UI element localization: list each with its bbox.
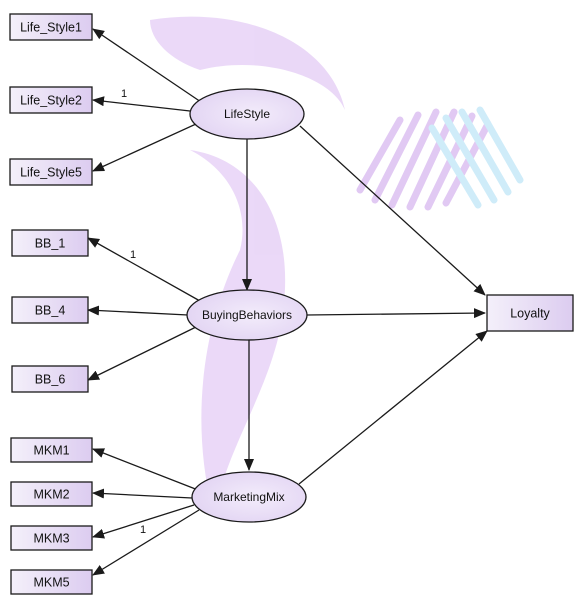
observed-bb-4[interactable]: BB_4	[11, 296, 89, 324]
observed-life-style5-label: Life_Style5	[20, 166, 82, 180]
observed-mkm2-label: MKM2	[33, 488, 69, 502]
observed-loyalty-label: Loyalty	[510, 307, 550, 321]
observed-loyalty[interactable]: Loyalty	[486, 294, 574, 332]
latent-lifestyle[interactable]: LifeStyle	[189, 88, 305, 140]
observed-life-style5[interactable]: Life_Style5	[9, 158, 93, 186]
arrow-lifestyle-ls5	[92, 123, 197, 172]
arrow-marketing-mkm5	[92, 509, 200, 576]
arrow-marketing-mkm3	[92, 504, 195, 539]
observed-bb-6-label: BB_6	[35, 373, 66, 387]
latent-marketing-mix-label: MarketingMix	[213, 490, 284, 504]
observed-bb-1[interactable]: BB_1	[11, 229, 89, 257]
latent-lifestyle-label: LifeStyle	[224, 107, 270, 121]
latent-buying-behaviors-label: BuyingBehaviors	[202, 308, 292, 322]
arrow-marketing-mkm2	[92, 488, 193, 499]
observed-bb-4-label: BB_4	[35, 304, 66, 318]
loading-label-ls2: 1	[121, 88, 127, 100]
arrow-lifestyle-loyalty	[299, 125, 486, 296]
arrow-buying-bb4	[87, 305, 189, 316]
observed-mkm1[interactable]: MKM1	[10, 437, 93, 463]
observed-mkm1-label: MKM1	[33, 444, 69, 458]
observed-life-style2-label: Life_Style2	[20, 94, 82, 108]
observed-bb-1-label: BB_1	[35, 237, 66, 251]
observed-life-style1-label: Life_Style1	[20, 21, 82, 35]
observed-mkm5-label: MKM5	[33, 576, 69, 590]
loading-label-mkm3: 1	[140, 524, 146, 536]
observed-mkm5[interactable]: MKM5	[10, 569, 93, 595]
watermark-logo	[150, 16, 524, 520]
arrow-buying-bb6	[87, 326, 197, 381]
arrow-lifestyle-ls1	[92, 28, 202, 103]
latent-buying-behaviors[interactable]: BuyingBehaviors	[186, 289, 308, 341]
arrow-marketing-loyalty	[298, 330, 488, 485]
arrow-buying-bb1	[87, 237, 201, 302]
loading-label-bb1: 1	[130, 249, 136, 261]
arrow-marketing-mkm1	[92, 448, 199, 491]
observed-mkm2[interactable]: MKM2	[10, 481, 93, 507]
arrow-buying-loyalty	[306, 308, 486, 319]
path-arrows	[87, 28, 488, 576]
arrow-lifestyle-ls2	[92, 96, 191, 112]
observed-life-style2[interactable]: Life_Style2	[9, 86, 93, 114]
observed-life-style1[interactable]: Life_Style1	[9, 13, 93, 41]
observed-mkm3-label: MKM3	[33, 532, 69, 546]
observed-bb-6[interactable]: BB_6	[11, 365, 89, 393]
observed-mkm3[interactable]: MKM3	[10, 525, 93, 551]
latent-marketing-mix[interactable]: MarketingMix	[191, 471, 307, 523]
